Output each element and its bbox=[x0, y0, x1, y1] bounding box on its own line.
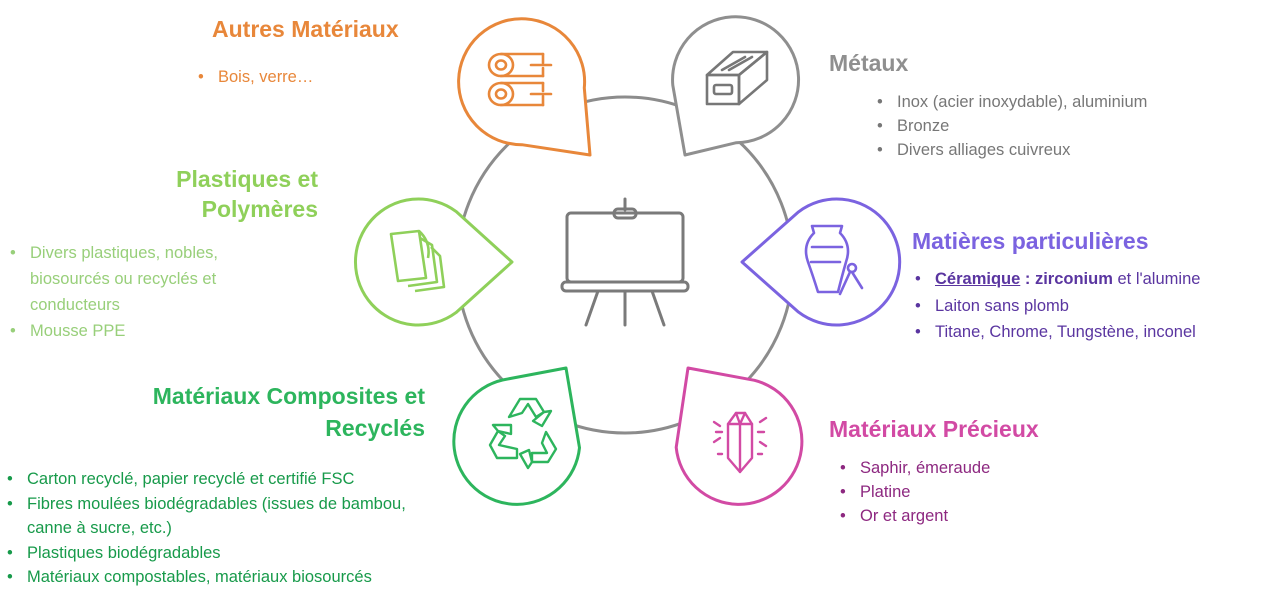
precieux-title: Matériaux Précieux bbox=[829, 416, 1039, 442]
alumine-label: et l'alumine bbox=[1112, 270, 1201, 288]
list-item: Divers plastiques, nobles, biosourcés ou… bbox=[8, 240, 268, 318]
metaux-list: Inox (acier inoxydable), aluminium Bronz… bbox=[875, 90, 1245, 162]
composites-list: Carton recyclé, papier recyclé et certif… bbox=[5, 467, 425, 590]
list-item: Matériaux compostables, matériaux biosou… bbox=[5, 565, 425, 590]
recycle-icon bbox=[488, 397, 558, 470]
plastiques-title-line1: Plastiques et bbox=[176, 166, 318, 192]
list-item: Mousse PPE bbox=[8, 318, 268, 344]
composites-title-line2: Recyclés bbox=[325, 415, 425, 441]
composites-title: Matériaux Composites et Recyclés bbox=[80, 381, 425, 443]
zirconium-label: zirconium bbox=[1034, 270, 1113, 288]
autres-title: Autres Matériaux bbox=[212, 16, 399, 42]
list-item: Plastiques biodégradables bbox=[5, 541, 425, 566]
particulieres-list: Céramique : zirconium et l'alumine Laito… bbox=[913, 266, 1258, 346]
particulieres-node bbox=[740, 197, 902, 327]
list-item: Inox (acier inoxydable), aluminium bbox=[875, 90, 1245, 114]
list-item: Saphir, émeraude bbox=[838, 456, 1088, 480]
list-item: Platine bbox=[838, 480, 1088, 504]
ceramique-separator: : bbox=[1020, 270, 1035, 288]
metal-ingot-icon bbox=[705, 50, 769, 106]
list-item: Titane, Chrome, Tungstène, inconel bbox=[913, 319, 1258, 346]
metaux-title: Métaux bbox=[829, 50, 909, 76]
list-item: Bois, verre… bbox=[196, 65, 436, 89]
precieux-node bbox=[674, 366, 804, 506]
plastic-sheets-icon bbox=[389, 229, 446, 293]
list-item: Divers alliages cuivreux bbox=[875, 138, 1245, 162]
list-item: Laiton sans plomb bbox=[913, 293, 1258, 320]
ceramic-vase-icon bbox=[804, 224, 864, 296]
autres-node bbox=[457, 17, 592, 157]
metaux-node bbox=[671, 15, 801, 157]
composites-title-line1: Matériaux Composites et bbox=[152, 383, 425, 409]
plastiques-node bbox=[354, 197, 514, 327]
list-item: Céramique : zirconium et l'alumine bbox=[913, 266, 1258, 293]
list-item: Fibres moulées biodégradables (issues de… bbox=[5, 492, 425, 541]
gem-crystal-icon bbox=[712, 411, 768, 474]
precieux-list: Saphir, émeraude Platine Or et argent bbox=[838, 456, 1088, 528]
ceramique-label: Céramique bbox=[935, 270, 1021, 288]
plastiques-title-line2: Polymères bbox=[201, 196, 318, 222]
plastiques-list: Divers plastiques, nobles, biosourcés ou… bbox=[8, 240, 268, 344]
wood-logs-icon bbox=[487, 52, 553, 107]
composites-node bbox=[452, 366, 581, 506]
plastiques-title: Plastiques et Polymères bbox=[88, 164, 318, 224]
list-item: Carton recyclé, papier recyclé et certif… bbox=[5, 467, 425, 492]
autres-list: Bois, verre… bbox=[196, 65, 436, 89]
particulieres-title: Matières particulières bbox=[912, 228, 1149, 254]
list-item: Or et argent bbox=[838, 504, 1088, 528]
presentation-easel-icon bbox=[560, 197, 690, 327]
list-item: Bronze bbox=[875, 114, 1245, 138]
